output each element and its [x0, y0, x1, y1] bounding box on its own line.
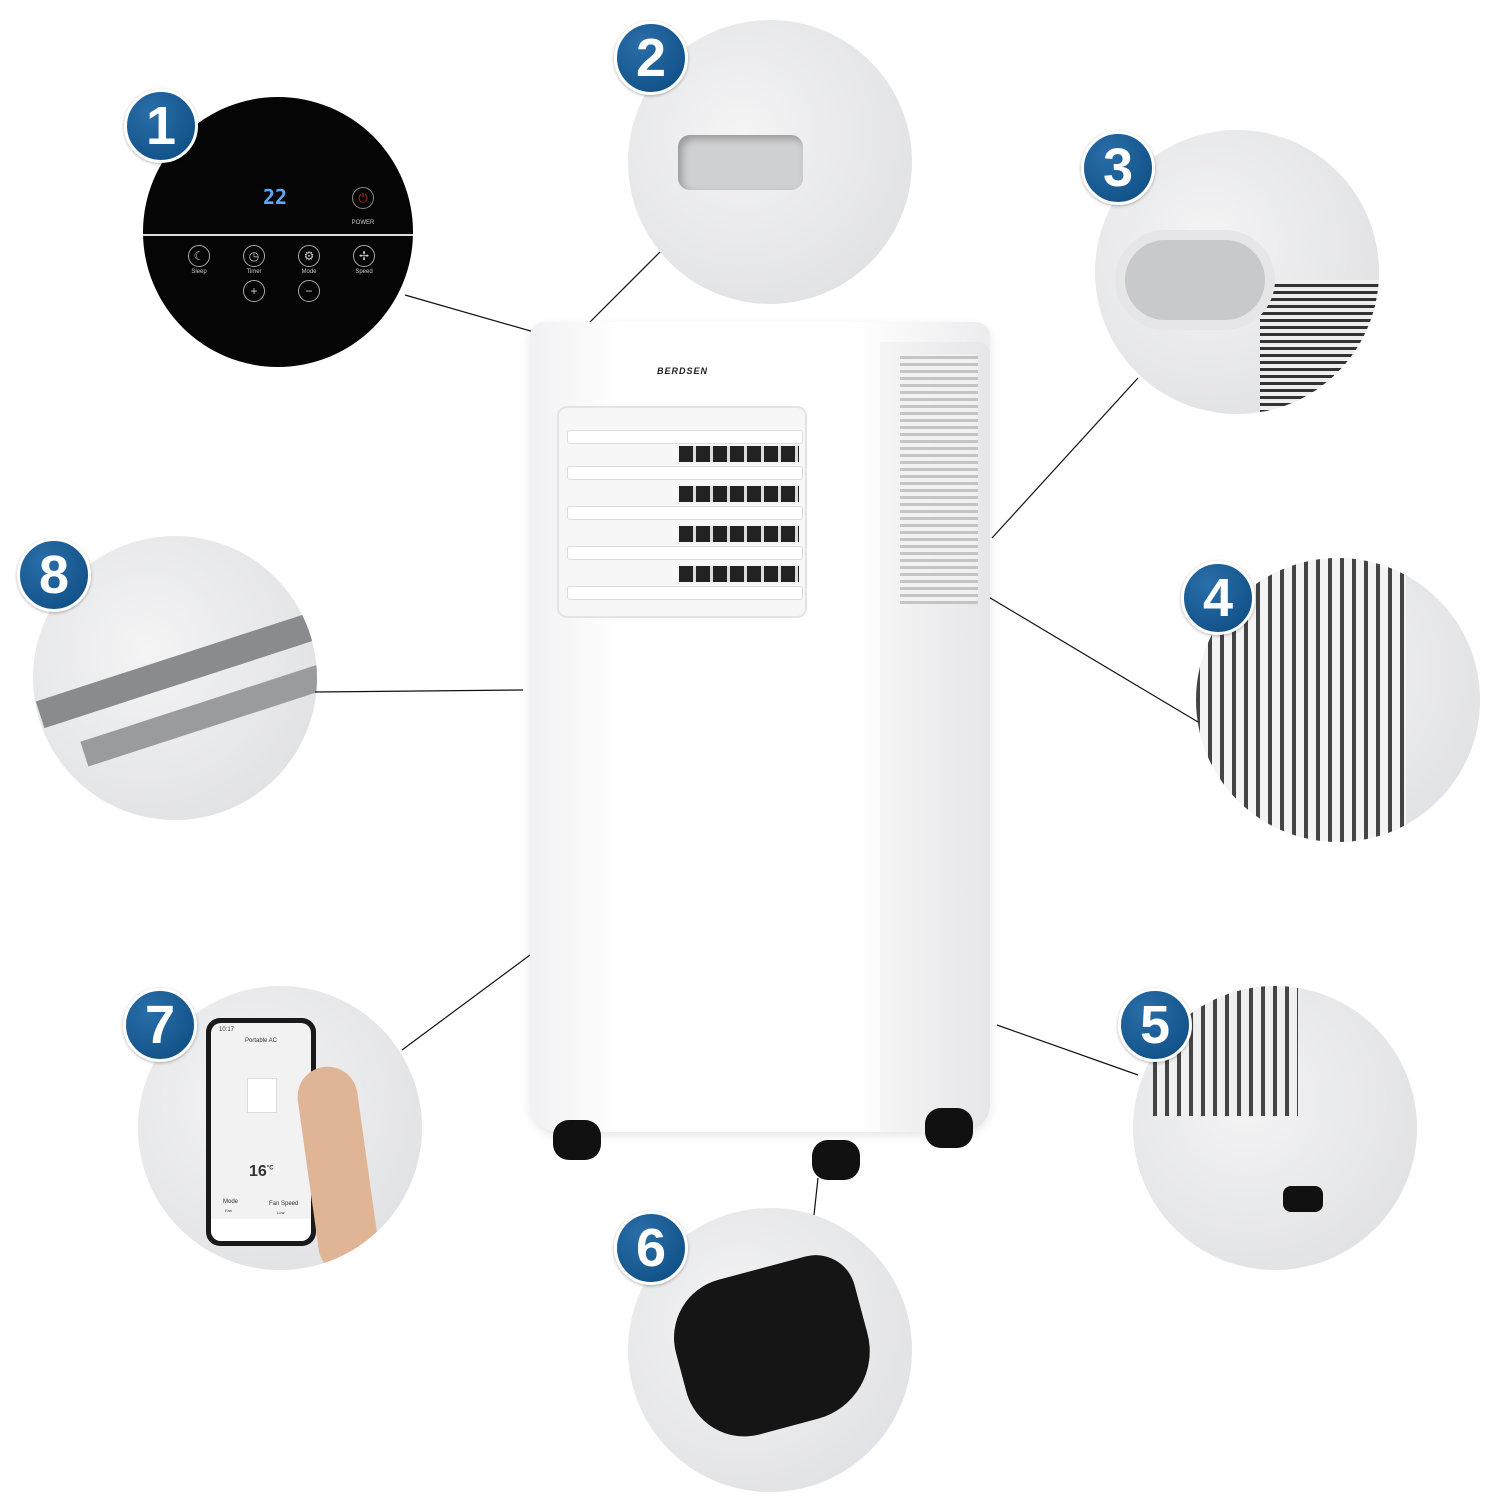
- mode-value: Fan: [225, 1208, 232, 1213]
- timer-label: Timer: [246, 269, 262, 275]
- wheel: [812, 1140, 860, 1180]
- wheel: [925, 1108, 973, 1148]
- mode-label: Mode: [301, 269, 317, 275]
- callout-badge-8: 8: [17, 538, 91, 612]
- temp-unit: °C: [266, 1165, 274, 1172]
- mode-icon: ⚙: [298, 245, 320, 267]
- minus-icon: −: [298, 280, 320, 302]
- callout-badge-7: 7: [123, 988, 197, 1062]
- control-panel-closeup: 22 ⏻ POWER ☾ Sleep ◷ Timer ⚙ Mode ✢ Spee…: [143, 97, 413, 367]
- sleep-icon: ☾: [188, 245, 210, 267]
- handle-closeup: [628, 20, 912, 304]
- fan-speed-value: Low: [277, 1210, 285, 1215]
- callout-badge-5: 5: [1118, 988, 1192, 1062]
- ac-thumbnail: [247, 1078, 277, 1113]
- plus-icon: +: [243, 280, 265, 302]
- fan-speed-label: Fan Speed: [269, 1201, 299, 1207]
- portable-air-conditioner: BERDSEN: [530, 322, 990, 1132]
- callout-badge-2: 2: [614, 21, 688, 95]
- callout-badge-6: 6: [614, 1211, 688, 1285]
- power-button: ⏻: [352, 187, 374, 209]
- smartphone-app-closeup: 10:17 Portable AC 16°C Mode Fan Fan Spee…: [138, 986, 422, 1270]
- app-temperature: 16: [249, 1163, 267, 1180]
- callout-badge-1: 1: [124, 89, 198, 163]
- drain-port-closeup: [1133, 986, 1417, 1270]
- brand-logo: BERDSEN: [657, 366, 709, 376]
- side-air-grille: [900, 354, 978, 604]
- status-time: 10:17: [219, 1027, 235, 1033]
- callout-badge-4: 4: [1181, 561, 1255, 635]
- mode-label: Mode: [223, 1199, 239, 1205]
- timer-icon: ◷: [243, 245, 265, 267]
- power-label: POWER: [351, 220, 375, 226]
- air-outlet-louvers: [557, 406, 807, 618]
- air-filter-grille-closeup: [1196, 558, 1480, 842]
- sleep-label: Sleep: [191, 269, 207, 275]
- fan-icon: ✢: [353, 245, 375, 267]
- app-title: Portable AC: [244, 1038, 278, 1044]
- wheel: [553, 1120, 601, 1160]
- temperature-display: 22: [263, 185, 288, 209]
- speed-label: Speed: [355, 269, 373, 275]
- callout-badge-3: 3: [1081, 131, 1155, 205]
